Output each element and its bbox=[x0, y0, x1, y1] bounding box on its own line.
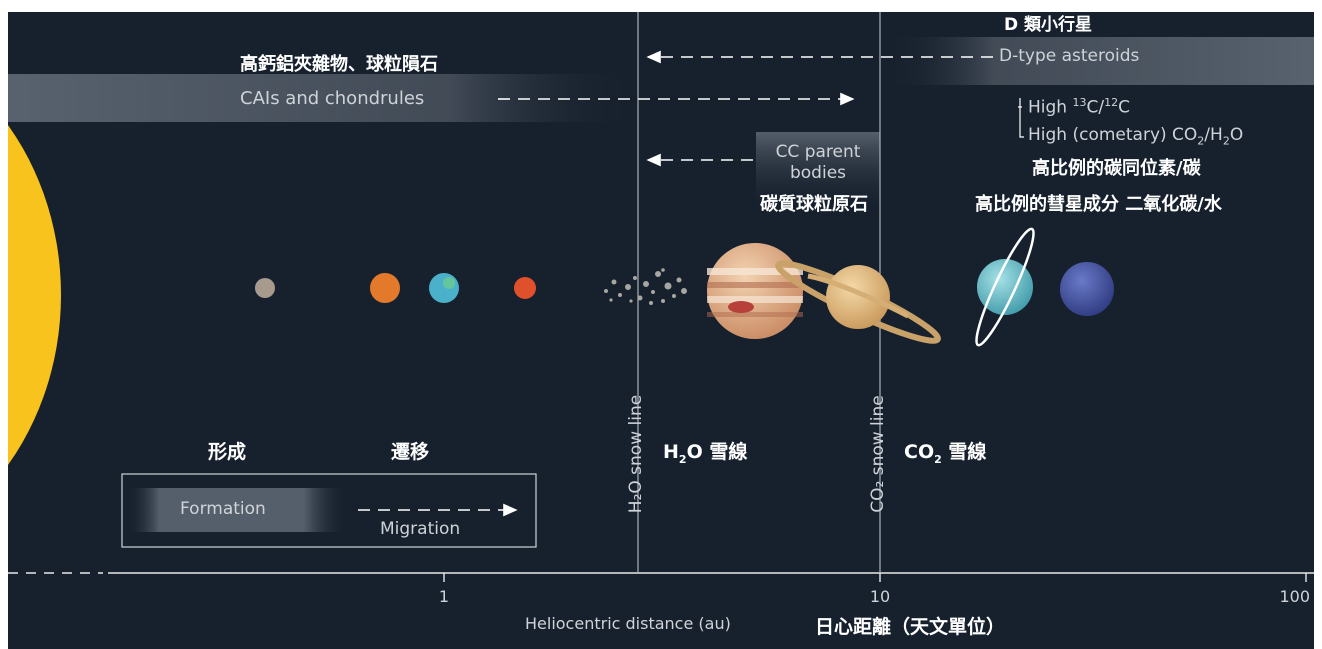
cc-parent-zh: 碳質球粒原石 bbox=[760, 194, 868, 215]
uranus bbox=[975, 227, 1035, 347]
high-13c-12c: High 13C/12C bbox=[1028, 96, 1130, 118]
asteroid-belt bbox=[604, 268, 687, 305]
mercury bbox=[255, 278, 275, 298]
cc-parent-line2: bodies bbox=[789, 163, 847, 183]
diagram-canvas: D 類小行星 D-type asteroids 高鈣鋁夾雜物、球粒隕石 CAIs… bbox=[8, 12, 1314, 649]
co2-snow-line-label: CO₂ snow line bbox=[868, 395, 888, 513]
h2o-snow-line-zh: H2O 雪線 bbox=[663, 441, 748, 466]
mars bbox=[514, 277, 536, 299]
legend-formation-label: Formation bbox=[180, 499, 266, 519]
legend-formation-zh: 形成 bbox=[208, 441, 247, 463]
co2-snow-line-zh: CO2 雪線 bbox=[904, 441, 987, 466]
legend-migration-zh: 遷移 bbox=[391, 441, 430, 463]
tick-label-10: 10 bbox=[869, 587, 891, 606]
earth bbox=[429, 273, 459, 303]
cais-label: CAIs and chondrules bbox=[240, 88, 425, 109]
legend-box bbox=[121, 473, 537, 548]
neptune bbox=[1060, 262, 1114, 316]
cc-parent-band bbox=[756, 132, 880, 210]
legend-formation-swatch bbox=[126, 488, 348, 532]
cais-zh: 高鈣鋁夾雜物、球粒隕石 bbox=[240, 54, 438, 75]
saturn bbox=[775, 260, 941, 344]
high-ratios-bracket bbox=[1019, 98, 1024, 138]
jupiter bbox=[707, 243, 803, 339]
d-type-band bbox=[886, 37, 1314, 85]
x-axis-label-zh: 日心距離（天文單位） bbox=[815, 616, 1006, 638]
d-type-zh: D 類小行星 bbox=[1004, 15, 1093, 35]
h2o-snow-line-label: H₂O snow line bbox=[626, 394, 646, 514]
venus bbox=[370, 273, 400, 303]
d-type-label: D-type asteroids bbox=[999, 46, 1140, 66]
x-axis-label: Heliocentric distance (au) bbox=[525, 614, 731, 633]
cc-parent-line1: CC parent bbox=[775, 142, 861, 162]
legend-migration-label: Migration bbox=[380, 519, 461, 539]
high-ratios-zh2: 高比例的彗星成分 二氧化碳/水 bbox=[975, 194, 1222, 215]
high-co2-h2o: High (cometary) CO2/H2O bbox=[1028, 125, 1244, 148]
tick-label-100: 100 bbox=[1279, 587, 1310, 606]
diagram-graphics bbox=[8, 12, 1314, 582]
cais-band bbox=[8, 74, 638, 122]
sun bbox=[8, 125, 61, 465]
tick-label-1: 1 bbox=[438, 587, 450, 606]
high-ratios-zh1: 高比例的碳同位素/碳 bbox=[1032, 158, 1201, 179]
